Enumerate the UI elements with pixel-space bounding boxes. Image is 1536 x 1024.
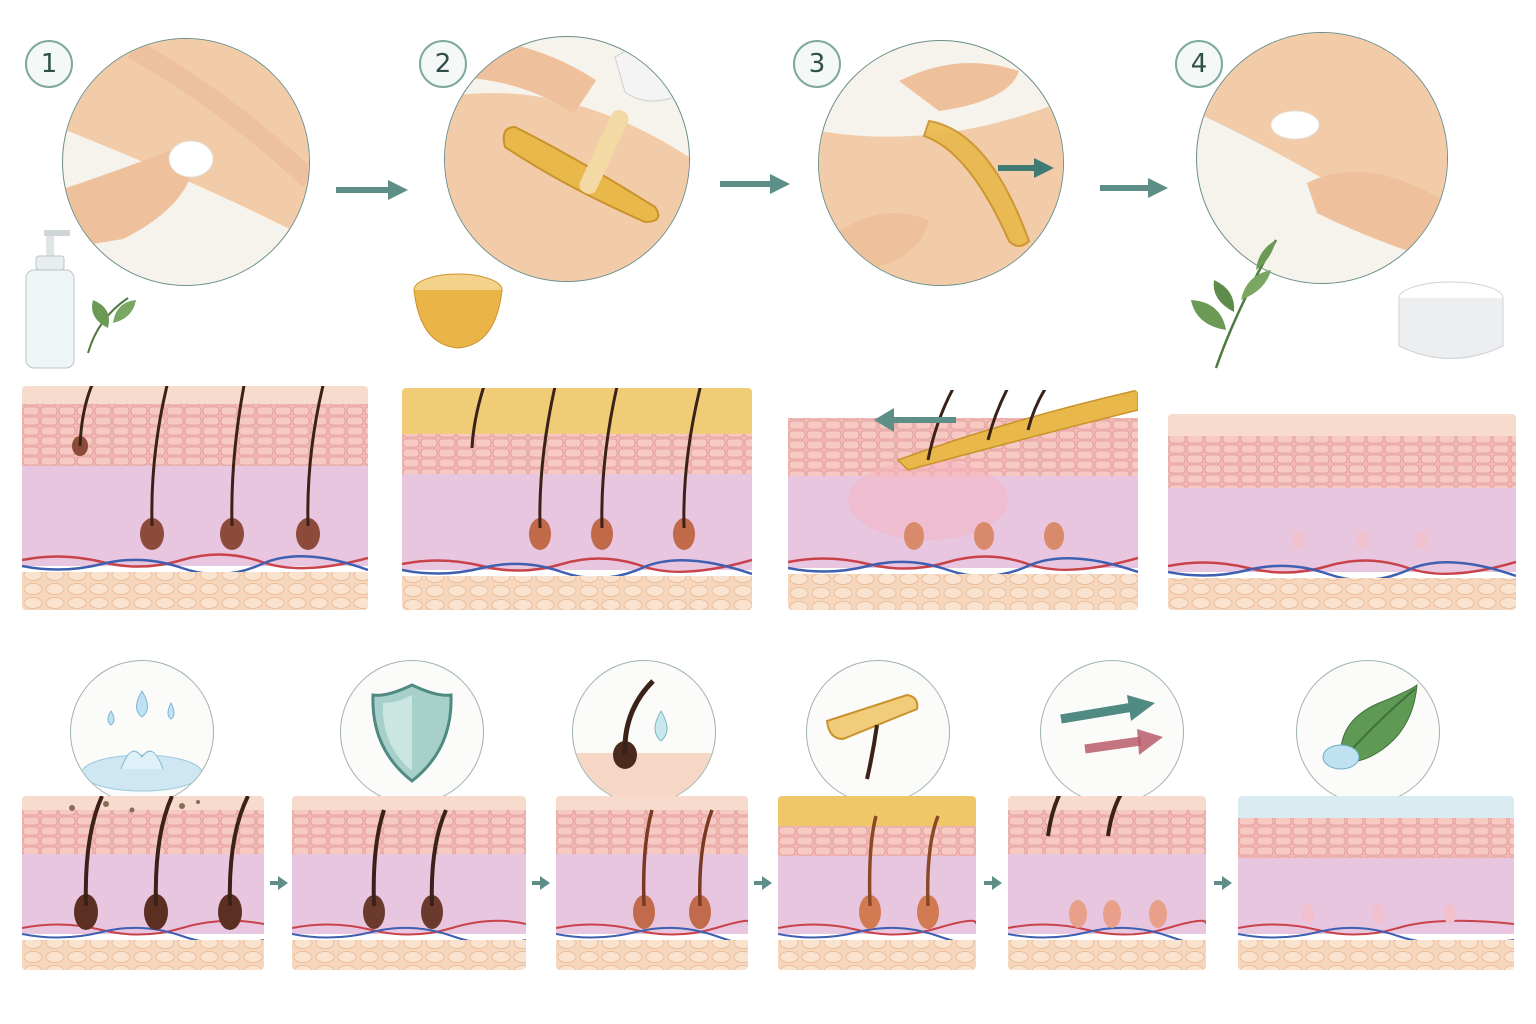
next-step-arrow-icon: [720, 172, 790, 196]
next-detail-arrow-icon: [754, 874, 772, 892]
detail-skin-wax-applied: [778, 796, 976, 970]
step-1-cleanse-scene: [62, 38, 310, 286]
detail-skin-cleansing: [22, 796, 264, 970]
step-1-badge: 1: [25, 40, 73, 88]
step-3-badge: 3: [793, 40, 841, 88]
detail-skin-protection: [292, 796, 526, 970]
step-2-apply-wax-scene: [444, 36, 690, 282]
skin-section-step-1: [22, 386, 368, 610]
next-detail-arrow-icon: [270, 874, 288, 892]
wax-strip-icon: [806, 660, 950, 804]
next-step-arrow-icon: [336, 178, 408, 202]
step-2-badge: 2: [419, 40, 467, 88]
skin-section-step-3: [788, 390, 1138, 610]
detail-skin-hair-removal: [1008, 796, 1206, 970]
opposite-arrows-icon: [1040, 660, 1184, 804]
step-3-pull-strip-scene: [818, 40, 1064, 286]
hair-droplet-icon: [572, 660, 716, 804]
step-4-soothe-scene: [1196, 32, 1448, 284]
skin-section-step-2: [402, 388, 752, 610]
detail-skin-hydration: [556, 796, 748, 970]
next-detail-arrow-icon: [984, 874, 1002, 892]
step-4-badge: 4: [1175, 40, 1223, 88]
leaf-droplet-icon: [1296, 660, 1440, 804]
skin-section-step-4: [1168, 414, 1516, 610]
cream-jar-icon: [1392, 276, 1510, 366]
shield-icon: [340, 660, 484, 804]
leaf-icon: [1186, 230, 1286, 370]
next-step-arrow-icon: [1100, 176, 1168, 200]
next-detail-arrow-icon: [532, 874, 550, 892]
water-droplets-icon: [70, 660, 214, 804]
next-detail-arrow-icon: [1214, 874, 1232, 892]
leaf-icon: [78, 288, 138, 358]
detail-skin-soothed: [1238, 796, 1514, 970]
wax-bowl-icon: [410, 260, 506, 356]
cleanser-bottle-icon: [22, 230, 78, 370]
direction-arrow-icon: [998, 156, 1054, 180]
